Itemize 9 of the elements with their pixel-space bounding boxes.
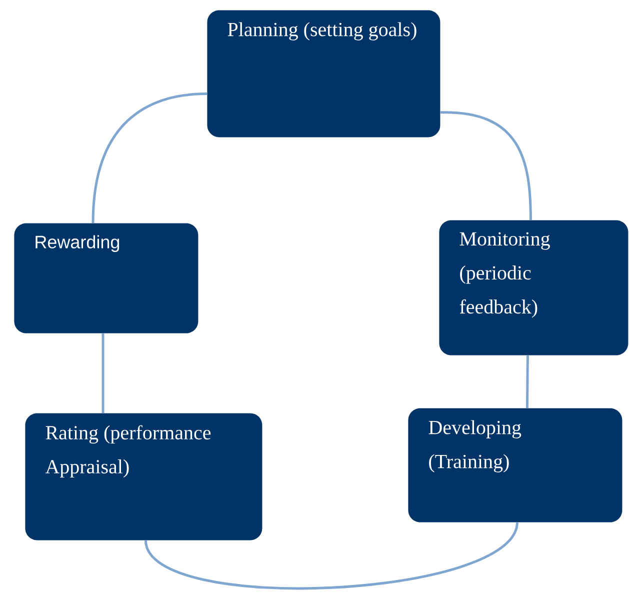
process-box: Rating (performance Appraisal) (25, 413, 262, 540)
process-box: Planning (setting goals) (207, 10, 440, 138)
process-box: Monitoring (periodic feedback) (439, 220, 628, 356)
process-box: Rewarding (14, 223, 198, 334)
connector-line (102, 333, 104, 413)
connector-line (440, 111, 532, 220)
connector-line (92, 92, 208, 224)
process-box: Developing (Training) (408, 408, 622, 522)
connector-line (526, 355, 529, 408)
